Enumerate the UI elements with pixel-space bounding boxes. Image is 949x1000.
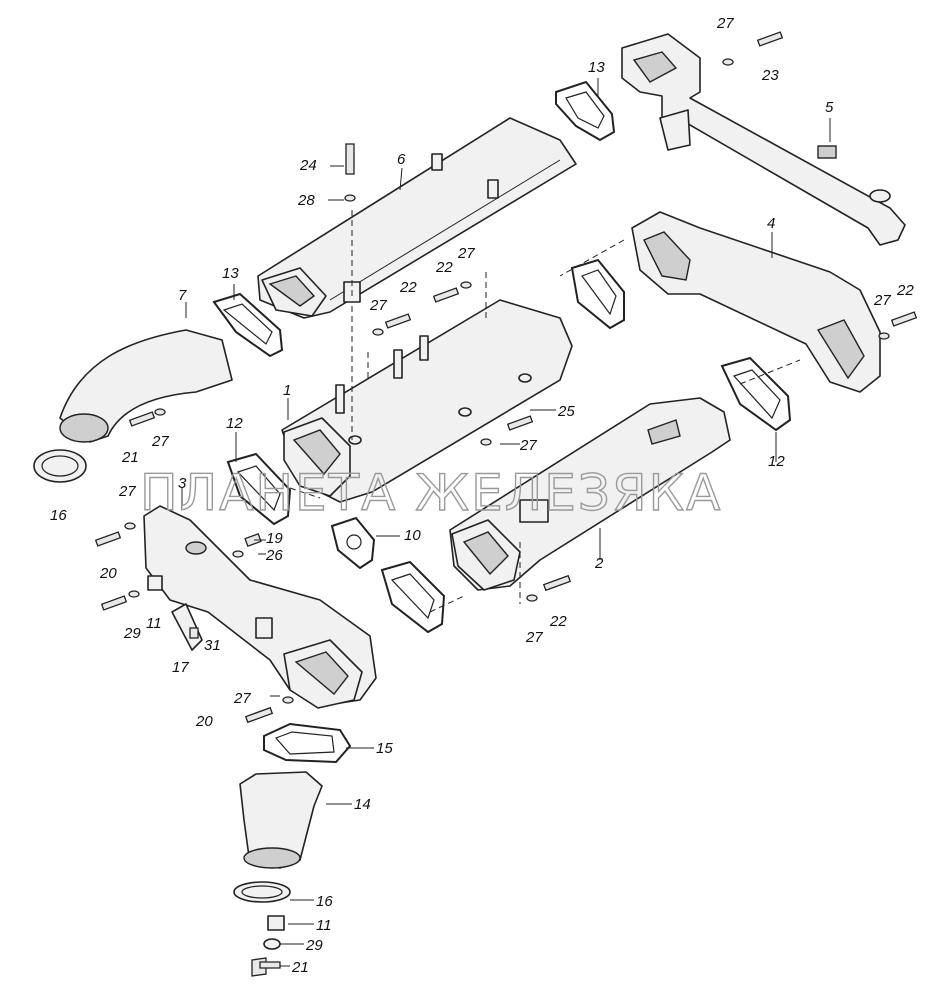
part-15-gasket [263, 722, 352, 764]
part-14-elbow [239, 771, 323, 869]
part-12-gasket-right [720, 356, 792, 432]
callout-14: 14 [354, 796, 371, 813]
callout-12-left: 12 [226, 415, 243, 432]
callout-27-h: 27 [525, 629, 543, 646]
leader-lines [181, 78, 831, 967]
part-16-ring-bottom [233, 881, 291, 903]
assembly-lines [289, 210, 801, 613]
callout-25: 25 [557, 403, 575, 420]
part-11-clip-bottom [267, 915, 285, 931]
callout-17: 17 [172, 659, 189, 676]
part-17-bracket [171, 603, 203, 651]
callout-15: 15 [376, 740, 393, 757]
callout-26: 26 [265, 547, 283, 564]
callout-3: 3 [178, 475, 187, 492]
callout-13-left: 13 [222, 265, 239, 282]
part-11-clip-left [147, 575, 163, 591]
callout-23: 23 [761, 67, 779, 84]
callout-5: 5 [825, 99, 834, 116]
callout-16-left: 16 [50, 507, 67, 524]
callout-1: 1 [283, 382, 291, 399]
gasket-lower-center [380, 560, 446, 634]
callout-31: 31 [204, 637, 221, 654]
part-21-bolt-bottom [251, 957, 281, 977]
callout-22-b: 22 [435, 259, 453, 276]
callout-11-bottom: 11 [316, 917, 332, 934]
callout-19: 19 [266, 530, 283, 547]
part-5-pipe [621, 33, 906, 246]
callout-12-right: 12 [768, 453, 785, 470]
callout-27-c: 27 [369, 297, 387, 314]
callout-27-top: 27 [716, 15, 734, 32]
part-4-manifold [631, 211, 881, 393]
callout-22-e: 22 [549, 613, 567, 630]
callout-22-c: 22 [399, 279, 417, 296]
callout-11-left: 11 [146, 615, 162, 632]
callout-labels: 6 5 4 13 13 7 1 12 12 10 2 3 24 28 27 23… [50, 15, 914, 976]
callout-20-left: 20 [99, 565, 117, 582]
callout-20-bottom: 20 [195, 713, 213, 730]
part-12-gasket-left [226, 452, 292, 526]
callout-7: 7 [178, 287, 187, 304]
callout-27-b: 27 [457, 245, 475, 262]
callout-27-d: 27 [873, 292, 891, 309]
part-1-manifold [281, 299, 573, 503]
watermark-text: ПЛАНЕТА ЖЕЛЕЗЯКА [140, 464, 722, 522]
callout-27-i: 27 [233, 690, 251, 707]
callout-27-f: 27 [151, 433, 169, 450]
part-3-manifold [143, 505, 377, 709]
callout-21-bottom: 21 [291, 959, 309, 976]
part-29-washer-bottom [263, 938, 281, 950]
callout-10: 10 [404, 527, 421, 544]
part-13-gasket-left [212, 292, 284, 358]
part-13-gasket-top [555, 80, 616, 142]
fasteners [94, 31, 918, 724]
callout-22-d: 22 [896, 282, 914, 299]
callout-28: 28 [297, 192, 315, 209]
callout-6: 6 [397, 151, 406, 168]
callout-29-left: 29 [123, 625, 141, 642]
part-10-gasket [330, 516, 376, 570]
callout-13-top: 13 [588, 59, 605, 76]
gasket-mid-right [570, 258, 625, 330]
part-7-elbow [59, 329, 233, 443]
callout-27-e: 27 [519, 437, 537, 454]
callout-29-bottom: 29 [305, 937, 323, 954]
callout-24: 24 [299, 157, 317, 174]
callout-16-bottom: 16 [316, 893, 333, 910]
callout-27-g: 27 [118, 483, 136, 500]
part-6-manifold-pipe [257, 117, 577, 319]
part-16-ring-left [33, 449, 87, 483]
callout-4: 4 [767, 215, 775, 232]
callout-2: 2 [594, 555, 604, 572]
callout-21-left: 21 [121, 449, 139, 466]
